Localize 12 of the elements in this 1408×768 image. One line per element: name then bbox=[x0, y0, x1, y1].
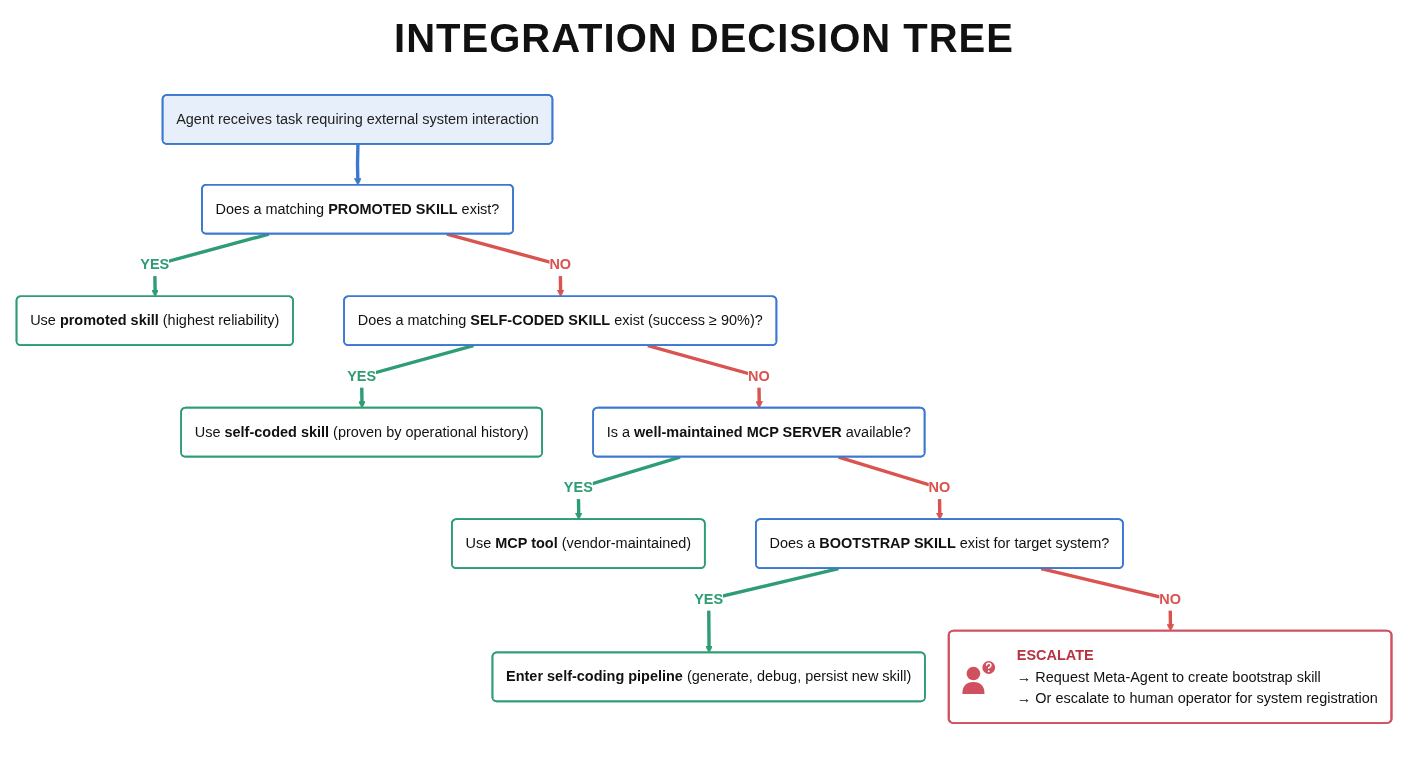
edge-label: NO bbox=[1159, 591, 1181, 608]
diagram-title: INTEGRATION DECISION TREE bbox=[393, 15, 1015, 62]
edge-label: YES bbox=[563, 479, 593, 496]
edge-label: NO bbox=[928, 479, 951, 496]
arrow bbox=[446, 232, 565, 297]
arrow bbox=[354, 144, 362, 186]
edge-label: YES bbox=[694, 591, 724, 608]
edge-label: YES bbox=[140, 256, 170, 273]
edge-label: NO bbox=[549, 256, 572, 273]
arrow bbox=[838, 455, 944, 520]
edge-label: YES bbox=[347, 368, 377, 385]
edge-label: NO bbox=[748, 368, 770, 385]
